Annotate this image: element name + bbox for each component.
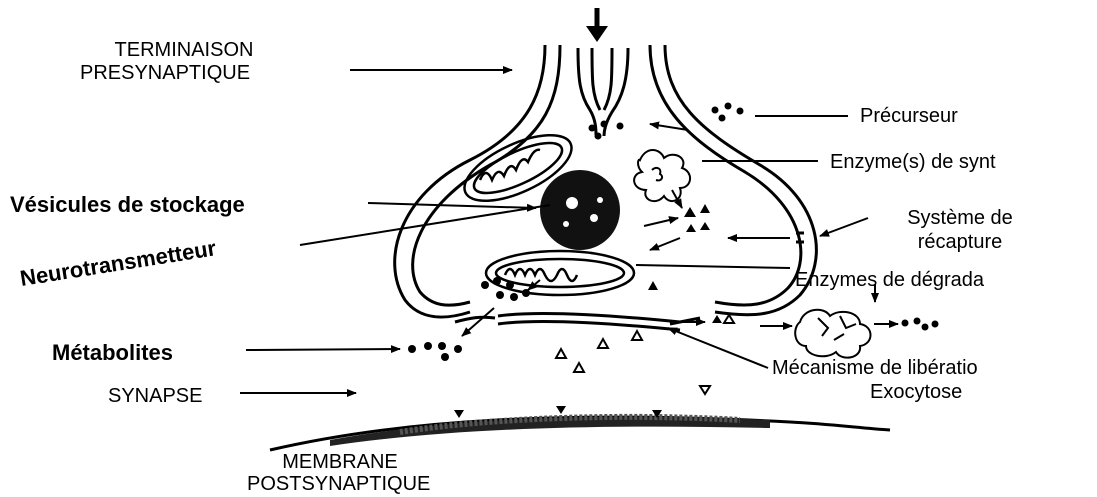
release-vesicle	[498, 314, 680, 330]
incoming-signal-arrow	[586, 8, 608, 42]
metabolites-label: Métabolites	[52, 342, 173, 364]
mecanisme-label-line1: Mécanisme de libératio	[772, 358, 978, 378]
systeme-label-line1: Système de	[880, 208, 1040, 228]
vesicules-label: Vésicules de stockage	[10, 194, 245, 216]
synapse-label: SYNAPSE	[108, 386, 202, 406]
degradation-enzyme	[795, 310, 870, 358]
membrane-label-line1: MEMBRANE	[260, 452, 420, 472]
terminaison-label-line1: TERMINAISON	[96, 40, 272, 60]
membrane-label-line2: POSTSYNAPTIQUE	[247, 474, 430, 494]
precurseur-label: Précurseur	[860, 106, 958, 126]
postsynaptic-membrane	[270, 417, 890, 450]
storage-vesicle	[540, 170, 620, 250]
synthesis-enzyme	[634, 150, 690, 201]
terminaison-label-line2: PRESYNAPTIQUE	[80, 63, 250, 83]
enzyme-synthese-label: Enzyme(s) de synt	[830, 152, 996, 172]
mecanisme-label-line2: Exocytose	[870, 382, 962, 402]
enzymes-degradation-label: Enzymes de dégrada	[795, 270, 984, 290]
systeme-label-line2: récapture	[880, 232, 1040, 252]
